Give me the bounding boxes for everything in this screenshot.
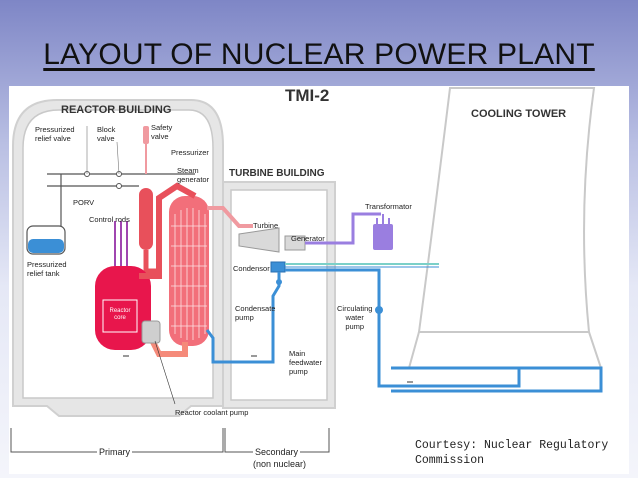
transformator-shape xyxy=(373,224,393,250)
label-generator: Generator xyxy=(291,234,325,243)
label-reactor-core: Reactor core xyxy=(109,308,131,321)
label-secondary: Secondary xyxy=(253,447,301,457)
label-reactor-coolant-pump: Reactor coolant pump xyxy=(175,408,249,417)
hot-leg-pipe xyxy=(139,182,197,279)
nuclear-plant-diagram: TMI-2 REACTOR BUILDING TURBINE BUILDING … xyxy=(9,86,629,474)
label-block-valve: Block valve xyxy=(97,125,116,143)
condensate-pump-shape xyxy=(276,279,282,285)
diagram-artwork xyxy=(10,87,603,453)
cooling-tower-basin xyxy=(391,366,603,393)
transformer-line xyxy=(305,212,381,245)
reactor-core xyxy=(102,299,138,333)
cooling-tower-label: COOLING TOWER xyxy=(471,108,567,120)
label-pressurized-relief-valve: Pressurized relief valve xyxy=(35,125,75,143)
reactor-building-inner xyxy=(22,109,214,399)
feedwater-loop xyxy=(205,272,281,364)
label-safety-valve: Safety valve xyxy=(151,123,173,141)
label-pressurized-relief-tank: Pressurized relief tank xyxy=(27,260,67,278)
cold-leg-pipe xyxy=(148,336,188,357)
reactor-coolant-pump-shape xyxy=(141,320,161,344)
safety-valve xyxy=(143,126,149,144)
label-circulating-water-pump: Circulating water pump xyxy=(337,304,373,331)
label-transformator: Transformator xyxy=(365,202,412,211)
circulating-water-loop xyxy=(285,268,521,388)
turbine-shape xyxy=(238,227,280,253)
label-turbine: Turbine xyxy=(253,221,279,230)
label-primary: Primary xyxy=(97,447,132,457)
turbine-building-label: TURBINE BUILDING xyxy=(229,168,325,179)
label-non-nuclear: (non nuclear) xyxy=(253,459,307,469)
reactor-building-label: REACTOR BUILDING xyxy=(61,104,172,116)
control-rods xyxy=(114,221,128,266)
label-condensor: Condensor xyxy=(233,264,270,273)
pressurizer xyxy=(139,188,153,250)
label-main-feedwater-pump: Main feedwater pump xyxy=(289,349,322,376)
cooling-tower xyxy=(417,87,596,333)
condensor-shape xyxy=(270,261,286,273)
label-porv: PORV xyxy=(73,198,95,207)
courtesy-note: Courtesy: Nuclear Regulatory Commission xyxy=(415,439,609,467)
plant-name: TMI-2 xyxy=(285,86,330,105)
label-control-rods: Control rods xyxy=(89,215,130,224)
steam-line xyxy=(207,206,253,228)
slide-title: LAYOUT OF NUCLEAR POWER PLANT xyxy=(43,38,595,71)
label-pressurizer: Pressurizer xyxy=(171,148,209,157)
circulating-water-pump-shape xyxy=(375,306,383,314)
label-steam-generator: Steam generator xyxy=(177,166,210,184)
cooling-tower-base xyxy=(407,331,603,369)
label-condensate-pump: Condensate pump xyxy=(235,304,276,322)
